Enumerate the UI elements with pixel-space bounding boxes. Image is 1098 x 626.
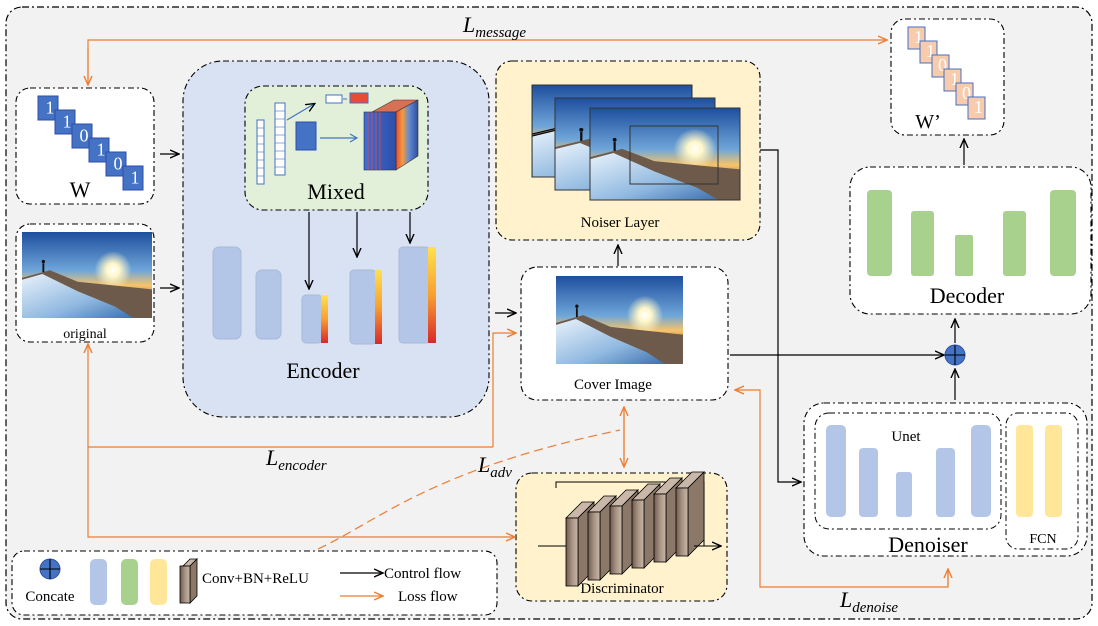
w-prime-label: W’ <box>915 111 941 133</box>
encoder-bar-2 <box>255 269 282 340</box>
discriminator-label: Discriminator <box>580 581 663 597</box>
cover-image-box: Cover Image <box>520 266 729 401</box>
cover-image <box>556 276 683 364</box>
w-bit-value: 1 <box>63 111 72 131</box>
w-bit-value: 1 <box>97 139 106 159</box>
w-bit-card <box>37 95 59 121</box>
cover-image-label: Cover Image <box>574 377 652 393</box>
encoder-bar-3 <box>301 294 323 344</box>
loss-labels: Lmessage Lencoder Ladv Ldenoise <box>265 12 898 616</box>
unet-bar-4 <box>936 448 955 517</box>
legend-control-flow: Control flow <box>384 566 461 582</box>
fcn-label: FCN <box>1029 532 1056 547</box>
l-adv-label: Ladv <box>477 452 512 481</box>
noiser-layer-box: Noiser Layer <box>495 60 761 241</box>
l-encoder-label: Lencoder <box>265 445 327 474</box>
original-label: original <box>63 327 107 342</box>
original-image <box>22 232 152 318</box>
w-bit-card <box>105 151 127 177</box>
encoder-region: Mixed Encoder <box>182 60 490 418</box>
unet-bar-5 <box>971 425 991 517</box>
unet-bar-1 <box>826 425 846 517</box>
w-label: W <box>70 177 91 202</box>
encoder-bar-5 <box>398 246 431 344</box>
concate-node <box>944 344 966 366</box>
decoder-label: Decoder <box>930 283 1005 308</box>
noiser-layer-label: Noiser Layer <box>581 215 660 231</box>
w-bit-card <box>122 165 144 191</box>
w-bit-value: 0 <box>114 153 123 173</box>
decoder-bar-5 <box>1050 190 1076 276</box>
legend-concate: Concate <box>25 589 74 605</box>
encoder-label: Encoder <box>286 358 360 383</box>
w-bit-card <box>71 123 93 149</box>
w-prime-bit-value: 1 <box>950 69 959 89</box>
l-denoise-label: Ldenoise <box>839 587 898 616</box>
legend-blue-block <box>90 559 107 605</box>
unet-label: Unet <box>891 429 921 445</box>
encoder-bar-4-heat <box>375 270 382 344</box>
w-bit-card <box>88 137 110 163</box>
discriminator-box: Discriminator <box>515 471 728 602</box>
encoder-bar-5-heat <box>428 247 436 343</box>
legend-green-block <box>121 559 138 605</box>
decoder-bar-2 <box>911 211 934 276</box>
encoder-bar-1 <box>212 246 242 340</box>
loss-flow-arrows <box>88 40 948 588</box>
mixed-label: Mixed <box>307 179 364 204</box>
w-prime-bit-card <box>967 96 986 120</box>
legend-box: Concate Conv+BN+ReLU Control flow Loss f… <box>11 550 498 616</box>
w-bit-value: 1 <box>131 167 140 187</box>
control-flow-arrows <box>160 140 964 482</box>
original-box: original <box>15 223 155 343</box>
w-prime-bit-value: 0 <box>962 83 971 103</box>
encoder-bar-3-heat <box>321 295 328 343</box>
l-message-label: Lmessage <box>462 12 526 41</box>
denoiser-label: Denoiser <box>888 532 968 557</box>
decoder-box: Decoder <box>849 166 1092 315</box>
legend-yellow-block <box>150 559 167 605</box>
unet-bar-3 <box>896 472 912 517</box>
legend-loss-flow: Loss flow <box>398 589 458 605</box>
fcn-bar-1 <box>1016 425 1033 517</box>
encoder-bar-4 <box>349 269 377 345</box>
w-prime-bit-value: 0 <box>938 55 947 75</box>
w-bit-card <box>54 109 76 135</box>
w-prime-bit-value: 1 <box>974 97 983 117</box>
denoiser-box: Unet Denoiser FCN <box>803 402 1088 557</box>
unet-bar-2 <box>859 448 878 517</box>
legend-conv: Conv+BN+ReLU <box>202 571 309 587</box>
fcn-bar-2 <box>1045 425 1062 517</box>
decoder-bar-3 <box>955 235 973 276</box>
w-prime-bit-value: 1 <box>914 27 923 47</box>
mixed-feature-icon <box>256 92 419 185</box>
decoder-bar-1 <box>867 190 892 276</box>
discriminator-conv-block <box>675 471 705 557</box>
w-bit-value: 0 <box>80 125 89 145</box>
w-prime-bit-value: 1 <box>926 41 935 61</box>
legend-conv-icon <box>179 558 198 604</box>
w-bit-value: 1 <box>46 97 55 117</box>
decoder-bar-4 <box>1003 211 1026 276</box>
